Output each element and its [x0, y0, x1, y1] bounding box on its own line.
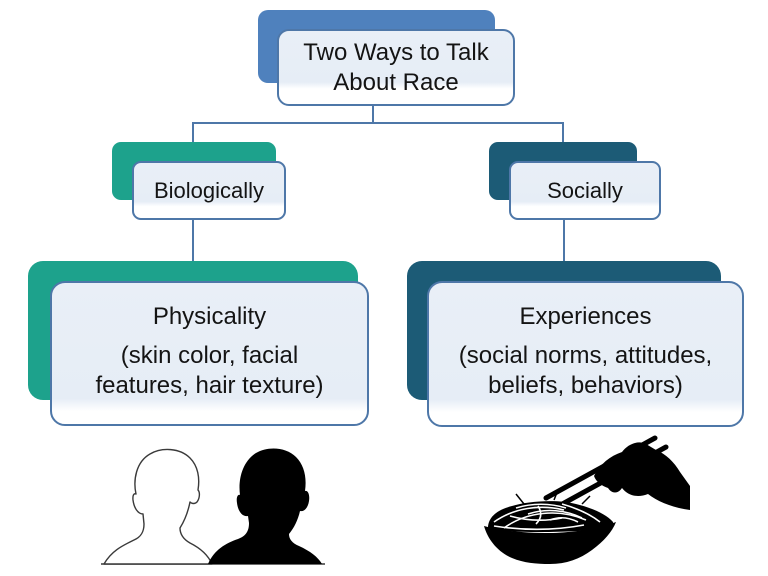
physicality-node-heading: Physicality — [152, 303, 267, 330]
root-node-label: Two Ways to Talk About Race — [303, 38, 489, 96]
noodle-strands — [493, 503, 601, 531]
socially-node: Socially — [509, 161, 661, 220]
black-face-silhouette-icon — [208, 448, 322, 564]
white-face-silhouette-icon — [103, 448, 213, 565]
connector-root-stem — [372, 106, 374, 124]
physicality-node: Physicality (skin color, facial features… — [50, 281, 369, 426]
connector-branch-bar — [192, 122, 564, 124]
chopsticks-noodles-image — [484, 435, 690, 564]
experiences-node-detail: (social norms, attitudes, beliefs, behav… — [458, 342, 713, 399]
connector-left-drop — [192, 122, 194, 143]
hand-icon — [594, 442, 690, 510]
biologically-node: Biologically — [132, 161, 286, 220]
experiences-node: Experiences (social norms, attitudes, be… — [427, 281, 744, 427]
physicality-node-detail: (skin color, facial features, hair textu… — [95, 342, 324, 399]
bowl-icon — [484, 522, 616, 564]
socially-node-label: Socially — [547, 177, 623, 203]
connector-biologically-stem — [192, 219, 194, 263]
biologically-node-label: Biologically — [153, 177, 265, 203]
connector-right-drop — [562, 122, 564, 143]
experiences-node-heading: Experiences — [519, 303, 652, 330]
connector-socially-stem — [563, 219, 565, 263]
noodles-icon — [488, 501, 614, 533]
two-faces-silhouette-image — [101, 448, 325, 565]
noodle-sprigs — [515, 489, 591, 505]
root-node: Two Ways to Talk About Race — [277, 29, 515, 106]
